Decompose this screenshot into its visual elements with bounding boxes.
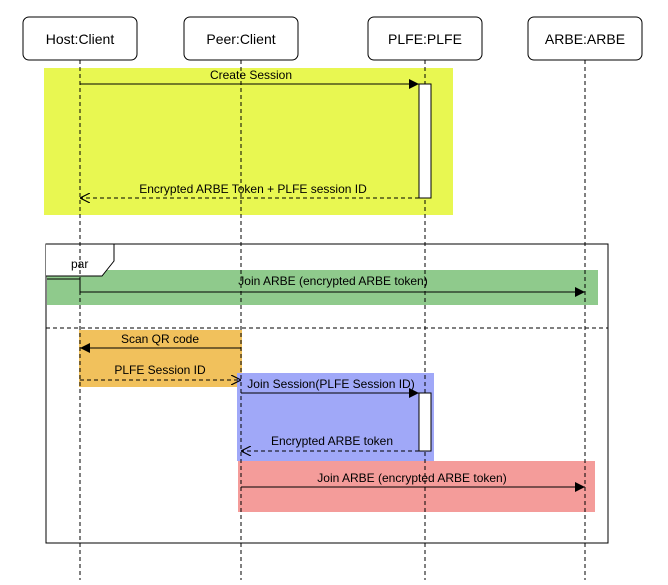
message-plfe-session-id: PLFE Session ID bbox=[80, 363, 241, 380]
par-fragment-frame bbox=[45, 243, 609, 544]
message-create-session-label: Create Session bbox=[210, 68, 292, 82]
message-scan-qr-code-label: Scan QR code bbox=[121, 332, 199, 346]
message-scan-qr-code: Scan QR code bbox=[80, 332, 241, 353]
highlight-qr-exchange bbox=[79, 330, 242, 387]
participant-plfe: PLFE:PLFE bbox=[367, 16, 483, 61]
activation-plfe-create-session bbox=[418, 83, 432, 199]
message-join-session-label: Join Session(PLFE Session ID) bbox=[247, 377, 414, 391]
message-encrypted-arbe-token: Encrypted ARBE token bbox=[241, 434, 419, 451]
message-encrypted-arbe-token-plfe-session-id-label: Encrypted ARBE Token + PLFE session ID bbox=[139, 182, 367, 196]
highlight-create-session bbox=[44, 68, 453, 215]
highlight-join-arbe-host bbox=[47, 270, 598, 305]
highlight-join-session bbox=[237, 373, 434, 461]
participant-arbe: ARBE:ARBE bbox=[527, 16, 643, 61]
activation-plfe-join-session bbox=[418, 392, 432, 452]
message-create-session: Create Session bbox=[80, 68, 419, 89]
message-join-arbe-host-label: Join ARBE (encrypted ARBE token) bbox=[238, 274, 427, 288]
participant-peer: Peer:Client bbox=[183, 16, 299, 61]
message-join-arbe-peer-label: Join ARBE (encrypted ARBE token) bbox=[317, 471, 506, 485]
message-join-arbe-peer: Join ARBE (encrypted ARBE token) bbox=[241, 471, 585, 492]
message-join-session: Join Session(PLFE Session ID) bbox=[241, 377, 419, 398]
message-plfe-session-id-label: PLFE Session ID bbox=[114, 363, 206, 377]
participant-arbe-label: ARBE:ARBE bbox=[545, 31, 625, 47]
participant-plfe-label: PLFE:PLFE bbox=[388, 31, 462, 47]
participant-host-label: Host:Client bbox=[46, 31, 115, 47]
message-encrypted-arbe-token-plfe-session-id: Encrypted ARBE Token + PLFE session ID bbox=[80, 182, 419, 198]
message-join-arbe-host: Join ARBE (encrypted ARBE token) bbox=[47, 274, 585, 297]
participant-host: Host:Client bbox=[22, 16, 138, 61]
message-encrypted-arbe-token-label: Encrypted ARBE token bbox=[271, 434, 393, 448]
participant-peer-label: Peer:Client bbox=[206, 31, 275, 47]
